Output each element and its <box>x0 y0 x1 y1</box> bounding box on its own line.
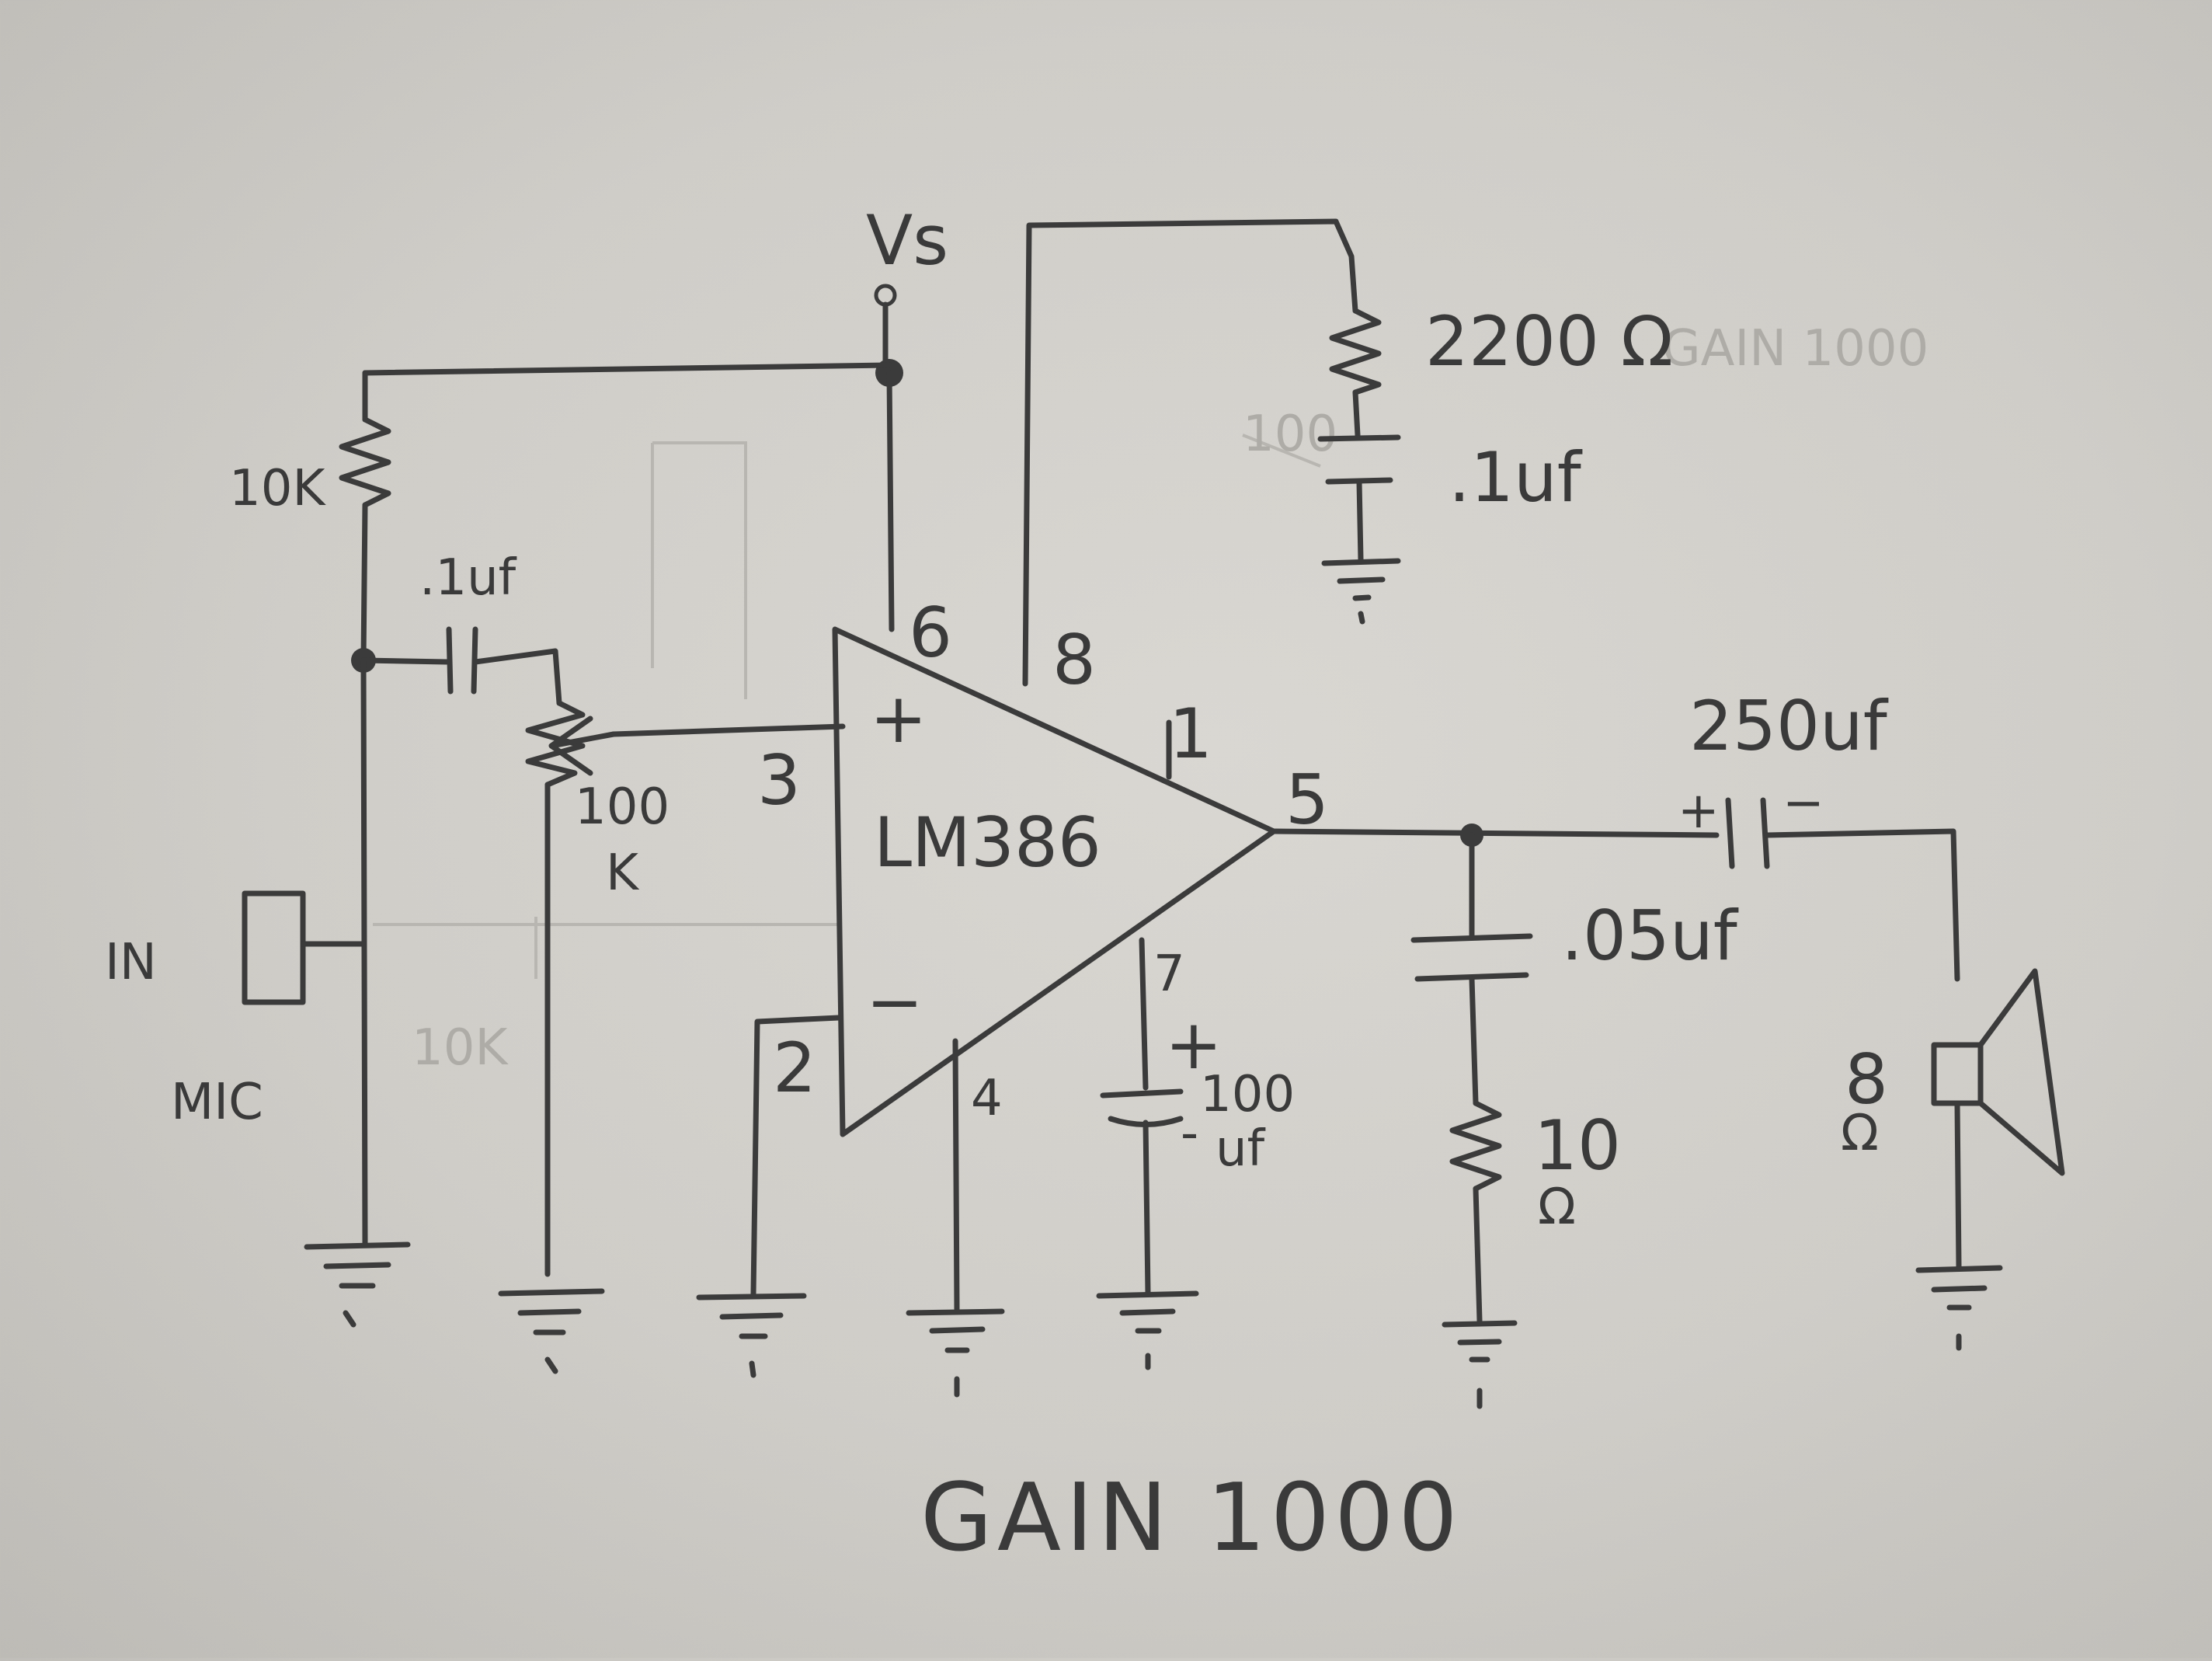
pin2-ground-icon <box>696 1293 807 1378</box>
pin2-ground <box>696 1015 842 1378</box>
gain-network: 2200 Ω .1uf <box>1022 218 1673 780</box>
supply-terminal-icon <box>874 284 897 307</box>
minus-input-label: − <box>866 962 923 1042</box>
bypass-capacitor-label: 100 <box>1200 1066 1295 1123</box>
zobel-network: .05uf 10 Ω <box>1410 832 1739 1409</box>
plus-input-label: + <box>870 678 927 758</box>
wiper-to-plus-wire <box>610 723 846 737</box>
gain-resistor-label: 2200 Ω <box>1425 301 1673 381</box>
pot-unit-label: K <box>606 844 640 902</box>
speaker-8ohm: 8 Ω <box>1841 968 2065 1351</box>
pin-3-label: 3 <box>757 740 801 820</box>
erased-traces: GAIN 1000 10K 100 <box>373 320 1929 1077</box>
potentiometer-100k: 100 K <box>525 700 670 1277</box>
zobel-capacitor-icon <box>1410 933 1533 982</box>
pin-1-label: 1 <box>1169 694 1212 774</box>
output-wire <box>1271 828 1720 838</box>
capacitor-icon <box>446 626 478 695</box>
gain-ground-icon <box>1321 558 1401 625</box>
pin-7-label: 7 <box>1153 945 1185 1003</box>
mic-label: MIC <box>171 1074 263 1131</box>
bypass-unit-label: uf <box>1216 1120 1266 1178</box>
microphone-icon <box>242 890 306 1005</box>
input-capacitor-label: .1uf <box>419 549 517 607</box>
zobel-capacitor-label: .05uf <box>1561 896 1739 976</box>
output-capacitor-plus: + <box>1678 782 1720 840</box>
top-rail-wire <box>362 362 892 376</box>
ghost-title-text: GAIN 1000 <box>1662 320 1929 378</box>
bypass-ground-icon <box>1096 1290 1199 1370</box>
vs-to-pin6-wire <box>886 370 895 632</box>
zobel-resistor-label: 10 <box>1534 1106 1621 1186</box>
output-capacitor-label: 250uf <box>1689 686 1889 766</box>
mic-in-label: IN <box>105 934 157 991</box>
pot-value-label: 100 <box>575 778 670 836</box>
pin-6-label: 6 <box>909 593 952 673</box>
speaker-ground-icon <box>1915 1265 2003 1351</box>
supply-terminal: Vs <box>866 200 948 387</box>
gain-capacitor-label: .1uf <box>1449 437 1583 517</box>
ghost-resistor-label: 10K <box>412 1019 509 1077</box>
diagram-title: GAIN 1000 <box>920 1464 1462 1572</box>
output-capacitor-minus: − <box>1782 775 1824 832</box>
zobel-ground-icon <box>1442 1320 1518 1409</box>
resistor-10k-label: 10K <box>229 460 326 517</box>
speaker-value-label: 8 <box>1845 1039 1888 1120</box>
pot-ground-icon <box>498 1288 605 1374</box>
gain-resistor-icon <box>1329 308 1382 395</box>
resistor-10k: 10K <box>229 370 391 663</box>
ghost-value-label: 100 <box>1243 406 1337 463</box>
speaker-unit-label: Ω <box>1841 1105 1879 1162</box>
zobel-resistor-icon <box>1449 1100 1502 1192</box>
mic-ground-icon <box>304 1241 411 1328</box>
bypass-plus-label: + <box>1165 1005 1223 1085</box>
potentiometer-icon <box>525 700 586 788</box>
output-capacitor: 250uf + − <box>1678 686 1960 982</box>
lm386-amplifier: LM386 + − 3 6 8 1 5 7 4 2 <box>757 593 1329 1137</box>
bypass-minus-label: - <box>1181 1105 1198 1162</box>
supply-label: Vs <box>866 200 948 280</box>
microphone: IN MIC <box>105 657 368 1246</box>
pin4-ground <box>906 1038 1005 1398</box>
zobel-resistor-unit: Ω <box>1538 1179 1576 1236</box>
resistor-icon <box>339 416 391 508</box>
input-capacitor: .1uf <box>360 549 562 706</box>
bypass-capacitor: + 100 - uf <box>1096 937 1295 1370</box>
pin-2-label: 2 <box>773 1028 816 1108</box>
pin-8-label: 8 <box>1052 620 1096 700</box>
speaker-icon <box>1931 1042 1984 1106</box>
pin4-ground-icon <box>906 1308 1005 1398</box>
opamp-triangle-icon <box>832 626 1277 1137</box>
pot-wiper-arrow-icon <box>548 716 617 776</box>
output-capacitor-icon <box>1725 797 1770 869</box>
pin-5-label: 5 <box>1285 760 1329 840</box>
bypass-capacitor-icon <box>1100 1088 1184 1127</box>
pin-4-label: 4 <box>971 1070 1003 1127</box>
chip-name-label: LM386 <box>874 803 1101 883</box>
